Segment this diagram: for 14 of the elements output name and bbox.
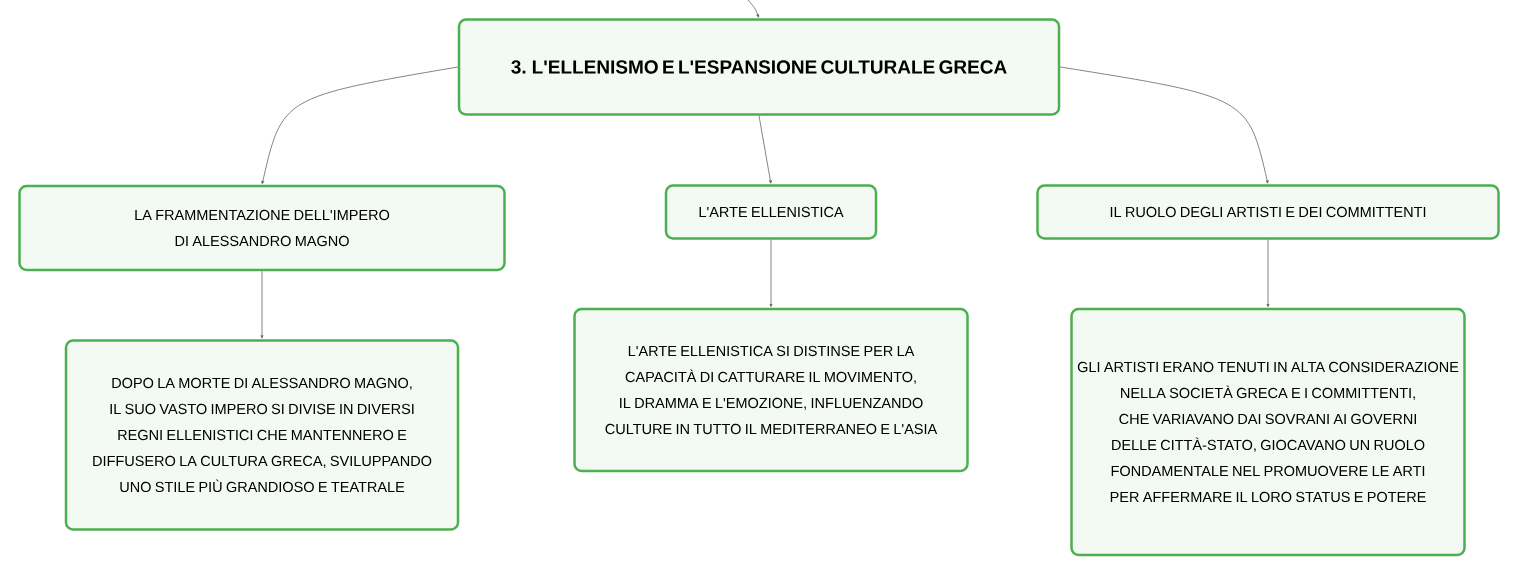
- arrow: [1059, 66, 1269, 184]
- arrow: [1266, 239, 1270, 308]
- arrow: [769, 239, 773, 308]
- title-box: 3. L'ELLENISMO E L'ESPANSIONE CULTURALE GRECA: [457, 18, 1061, 116]
- topic-box: GLI ARTISTI ERANO TENUTI IN ALTA CONSIDERAZIONE NELLA SOCIETÀ GRECA E I COMMITTENTI, CHE VARIAVANO DAI SOVRANI AI GOVERNI DELLE CITTÀ-STATO, GIOCAVANO UN RUOLO FONDAMENTALE NEL PROMUOVERE LE ARTI PER AFFERMARE IL LORO STATUS E POTERE: [1070, 307, 1466, 557]
- arrow: [758, 115, 772, 184]
- topic-box: L'ARTE ELLENISTICA SI DISTINSE PER LA CAPACITÀ DI CATTURARE IL MOVIMENTO, IL DRAMMA E L'EMOZIONE, INFLUENZANDO CULTURE IN TUTTO IL MEDITERRANEO E L'ASIA: [573, 307, 969, 473]
- topic-box: LA FRAMMENTAZIONE DELL'IMPERO DI ALESSANDRO MAGNO: [18, 184, 506, 272]
- arrow: [747, 0, 760, 18]
- topic-box: L'ARTE ELLENISTICA: [664, 184, 878, 240]
- topic-box: IL RUOLO DEGLI ARTISTI E DEI COMMITTENTI: [1036, 184, 1500, 240]
- topic-box: DOPO LA MORTE DI ALESSANDRO MAGNO, IL SUO VASTO IMPERO SI DIVISE IN DIVERSI REGNI ELLENISTICI CHE MANTENNERO E DIFFUSERO LA CULTURA GRECA, SVILUPPANDO UNO STILE PIÙ GRANDIOSO E TEATRALE: [64, 339, 460, 531]
- arrow: [260, 270, 264, 339]
- arrow: [261, 66, 459, 185]
